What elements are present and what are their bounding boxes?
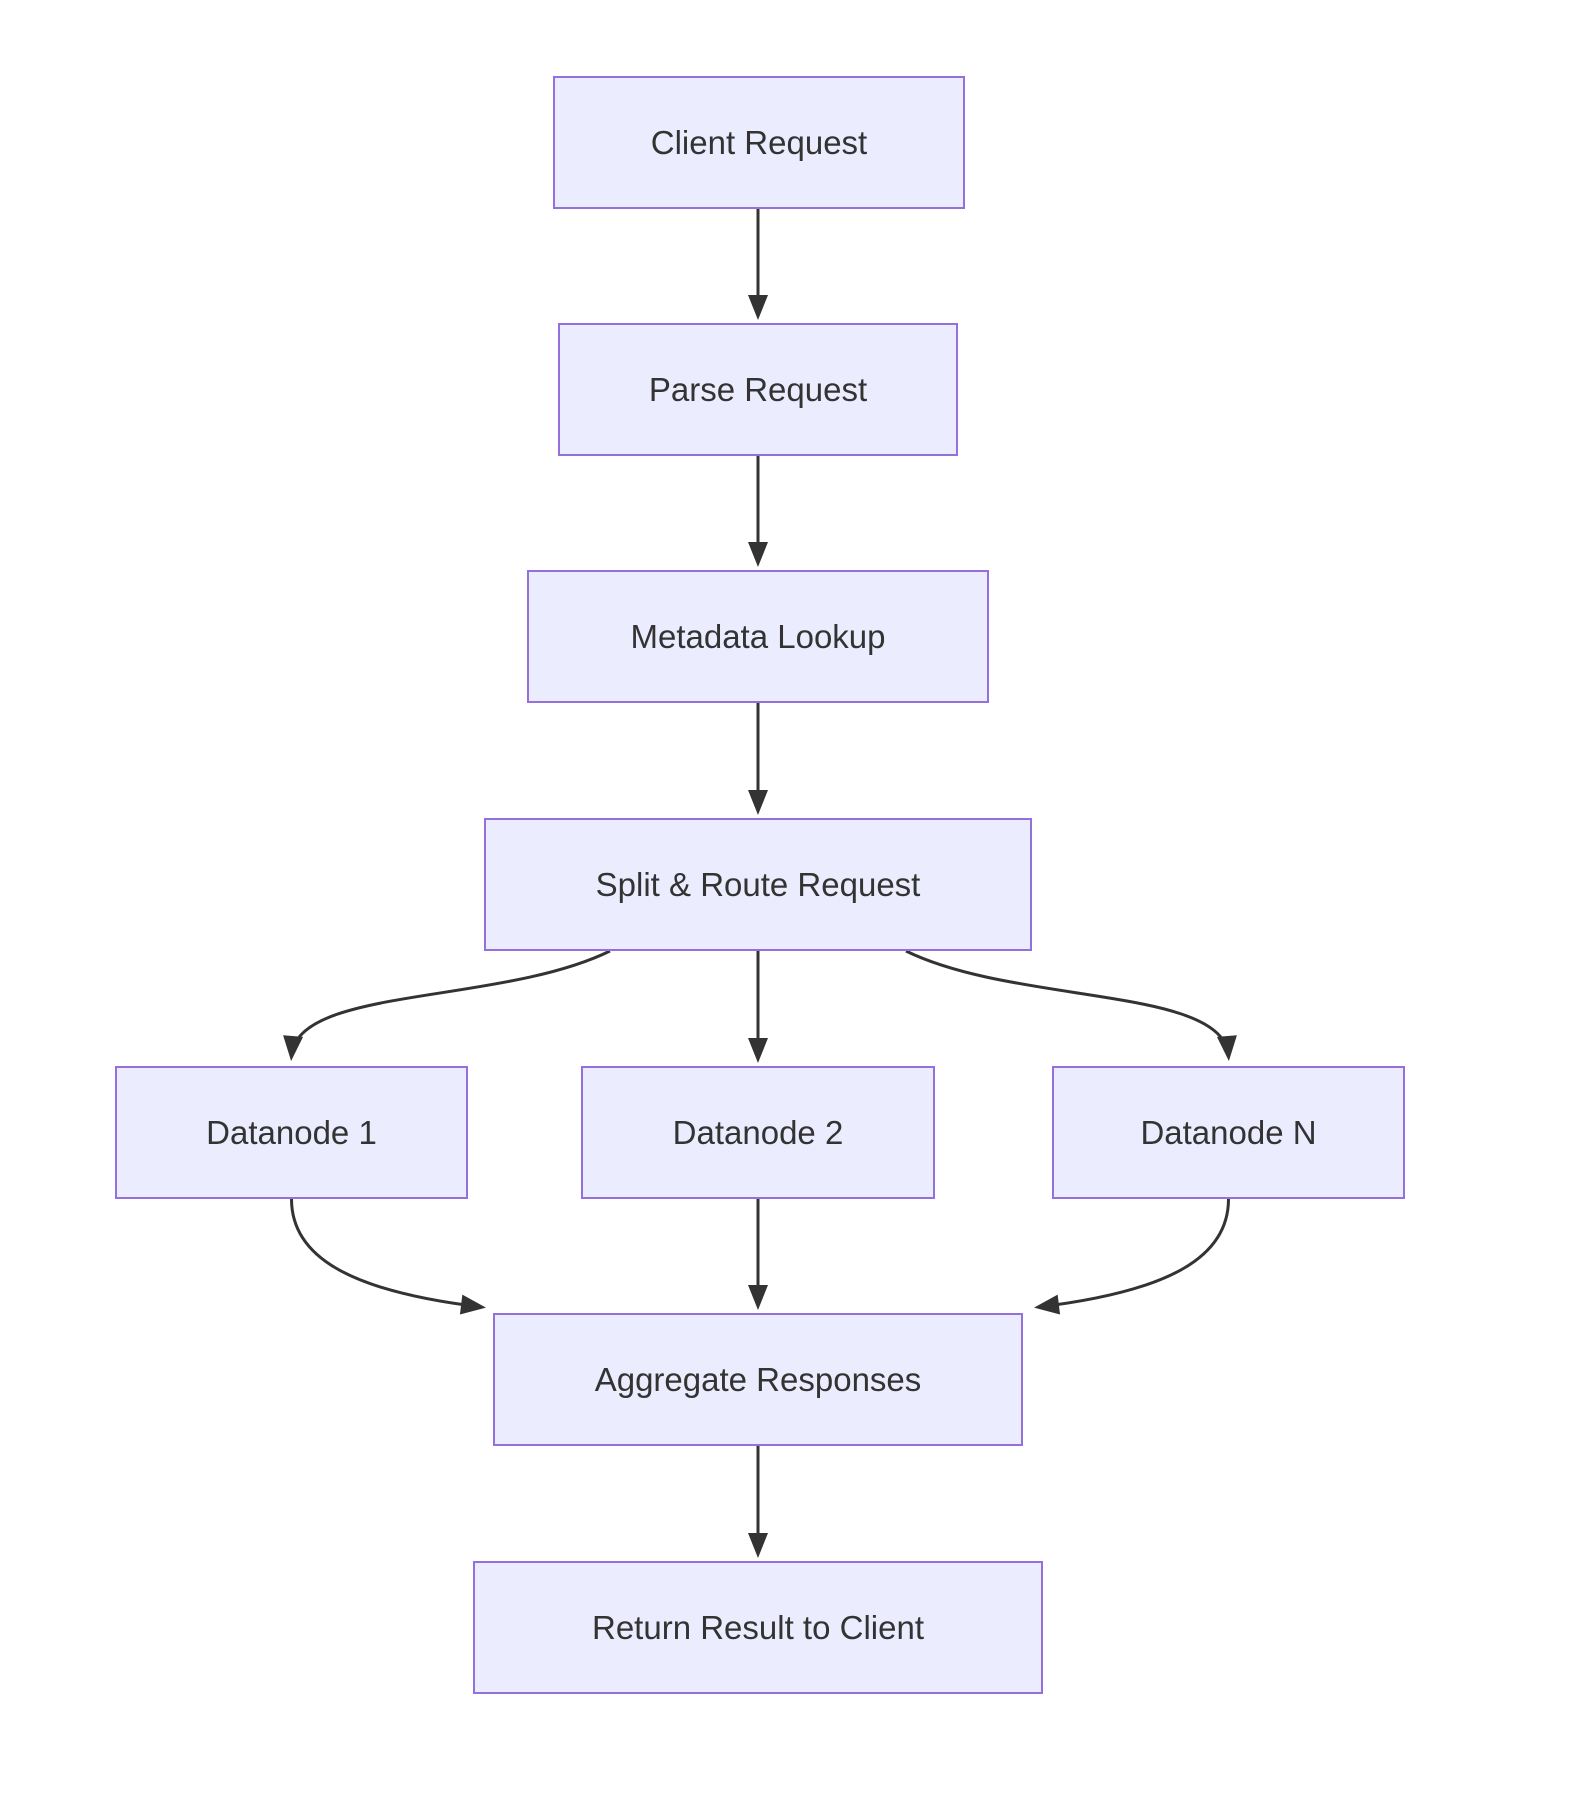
node-parse-request: Parse Request bbox=[558, 323, 958, 456]
node-split-route-request: Split & Route Request bbox=[484, 818, 1032, 951]
node-label: Metadata Lookup bbox=[630, 617, 886, 655]
node-label: Datanode 2 bbox=[672, 1113, 844, 1151]
edge-datanode1-to-aggregate bbox=[290, 1198, 486, 1315]
node-label: Datanode N bbox=[1140, 1113, 1317, 1151]
node-label: Client Request bbox=[650, 123, 868, 161]
node-return-result: Return Result to Client bbox=[473, 1561, 1043, 1694]
node-datanode-n: Datanode N bbox=[1052, 1066, 1405, 1199]
node-label: Split & Route Request bbox=[595, 865, 921, 903]
edge-split-to-datanoden bbox=[905, 949, 1237, 1061]
node-label: Datanode 1 bbox=[206, 1113, 377, 1151]
edge-datanoden-to-aggregate bbox=[1034, 1198, 1230, 1315]
edge-split-to-datanode1 bbox=[283, 949, 611, 1061]
node-datanode-1: Datanode 1 bbox=[115, 1066, 468, 1199]
node-label: Aggregate Responses bbox=[594, 1360, 922, 1398]
node-metadata-lookup: Metadata Lookup bbox=[527, 570, 989, 703]
node-label: Parse Request bbox=[648, 370, 868, 408]
node-aggregate-responses: Aggregate Responses bbox=[493, 1313, 1023, 1446]
node-datanode-2: Datanode 2 bbox=[581, 1066, 935, 1199]
node-client-request: Client Request bbox=[553, 76, 965, 209]
node-label: Return Result to Client bbox=[592, 1608, 924, 1646]
